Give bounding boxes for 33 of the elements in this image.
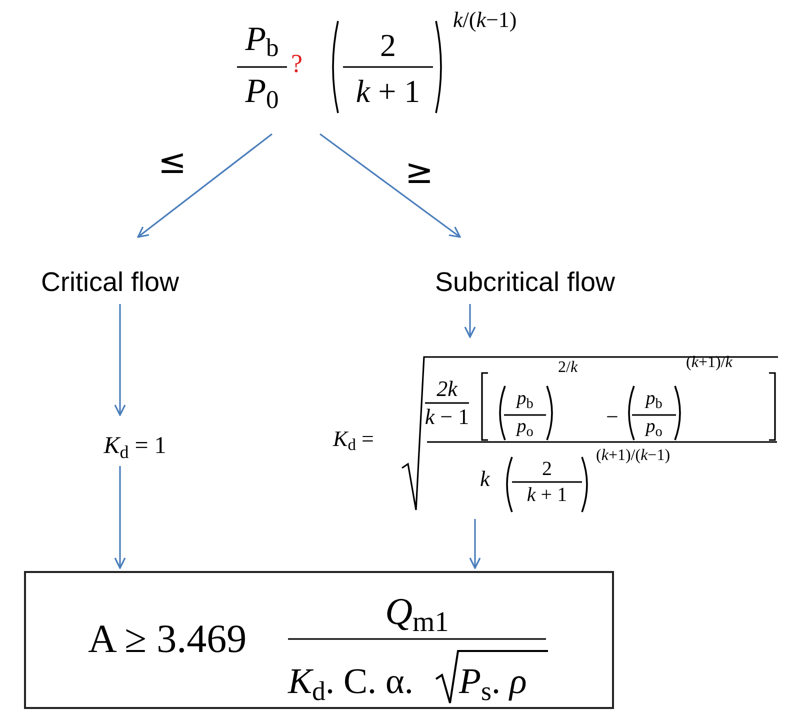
math-term: p$_{o}$ xyxy=(644,417,664,436)
math-term: p$_{b}$ xyxy=(514,389,534,408)
math-term: k − 1 xyxy=(424,406,470,428)
formula-box xyxy=(24,571,614,709)
math-term: K$_{d}$. C. α. xyxy=(288,663,414,699)
formula-text: K$_{d}$ = 1 xyxy=(104,434,166,458)
arrow xyxy=(469,519,481,569)
math-term: p$_{o}$ xyxy=(514,417,534,436)
math-term: k + 1 xyxy=(526,485,568,505)
arrow xyxy=(114,466,126,569)
math-term: ? xyxy=(291,51,303,77)
flow-label: Subcritical flow xyxy=(434,269,616,296)
math-term: p$_{b}$ xyxy=(644,389,664,408)
math-term: 2k xyxy=(436,378,459,400)
arrow xyxy=(320,133,461,238)
math-term: k/(k−1) xyxy=(453,9,517,31)
math-term: Q$_{m1}$ xyxy=(384,593,450,631)
math-term: 2/k xyxy=(558,360,578,376)
flow-label: Critical flow xyxy=(40,269,180,296)
math-term: K$_{d}$ = xyxy=(333,428,374,450)
arrow xyxy=(114,304,126,416)
math-term: P$_{b}$ xyxy=(244,23,280,57)
arrow xyxy=(464,304,476,338)
math-term: 2 xyxy=(379,29,397,61)
math-term: − xyxy=(606,406,618,428)
math-term: k xyxy=(480,468,490,490)
math-term: A ≥ 3.469 xyxy=(88,619,247,659)
math-term: P$_{s}$. ρ xyxy=(459,663,527,699)
math-term: k + 1 xyxy=(354,75,422,107)
arrow xyxy=(137,133,272,238)
math-term: P$_{0}$ xyxy=(244,75,280,109)
math-term: (k+1)/(k−1) xyxy=(596,448,670,464)
math-term: 2 xyxy=(541,459,553,479)
